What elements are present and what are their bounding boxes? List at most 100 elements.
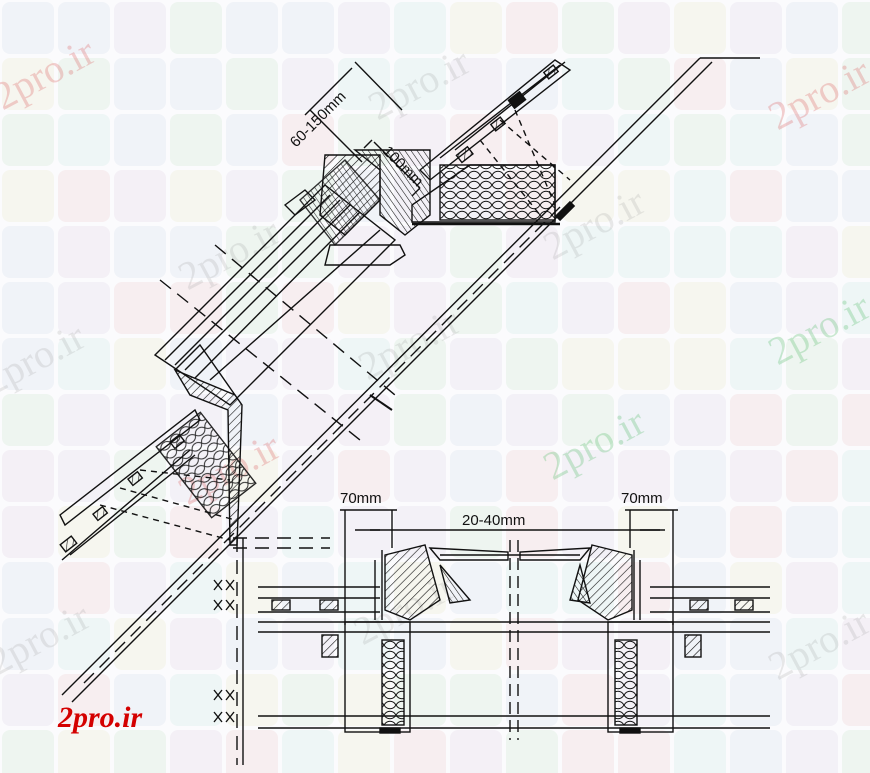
background-tile (618, 2, 670, 54)
background-tile (338, 674, 390, 726)
background-tile (450, 506, 502, 558)
background-tile (674, 170, 726, 222)
background-tile (506, 506, 558, 558)
background-tile (2, 338, 54, 390)
background-tile (842, 674, 870, 726)
background-tile (842, 618, 870, 670)
background-tile (338, 730, 390, 773)
background-tile (730, 618, 782, 670)
top-range-dimension: 60-150mm (287, 88, 350, 151)
background-tile (2, 450, 54, 502)
background-tile (58, 282, 110, 334)
background-tile (786, 506, 838, 558)
background-tile (506, 2, 558, 54)
background-tile (730, 226, 782, 278)
background-tile (282, 730, 334, 773)
background-tile (842, 114, 870, 166)
background-tile (282, 226, 334, 278)
background-tile (786, 114, 838, 166)
background-tile (506, 282, 558, 334)
background-tile (338, 506, 390, 558)
background-tile (58, 114, 110, 166)
background-tile (226, 282, 278, 334)
background-tile (842, 450, 870, 502)
background-tile (114, 338, 166, 390)
background-tile (730, 506, 782, 558)
background-tile (58, 170, 110, 222)
background-tile (2, 618, 54, 670)
background-tile (282, 618, 334, 670)
background-tile (2, 562, 54, 614)
background-tile (618, 506, 670, 558)
background-tile (226, 170, 278, 222)
background-tile (730, 282, 782, 334)
background-tile (394, 730, 446, 773)
background-tile (786, 618, 838, 670)
background-tile (226, 674, 278, 726)
background-tile (114, 394, 166, 446)
background-tile (730, 58, 782, 110)
background-tile (730, 114, 782, 166)
background-tile (394, 394, 446, 446)
background-tile (170, 58, 222, 110)
background-tile (170, 170, 222, 222)
background-tile (2, 114, 54, 166)
background-tile (562, 2, 614, 54)
background-tile (450, 674, 502, 726)
background-tile (618, 170, 670, 222)
background-tile (506, 394, 558, 446)
background-tile (2, 730, 54, 773)
background-tile (450, 338, 502, 390)
background-tile (338, 282, 390, 334)
background-tile (170, 114, 222, 166)
background-tile (674, 506, 726, 558)
background-tile (786, 226, 838, 278)
background-tile (562, 730, 614, 773)
background-tile (842, 58, 870, 110)
background-tile (2, 282, 54, 334)
background-tile (114, 730, 166, 773)
background-tile (394, 674, 446, 726)
background-tile (2, 170, 54, 222)
background-tile (506, 338, 558, 390)
background-tile (506, 618, 558, 670)
background-tile (114, 2, 166, 54)
background-tile (58, 2, 110, 54)
background-tile (58, 58, 110, 110)
background-tile (842, 226, 870, 278)
skylight-section (213, 509, 770, 740)
site-logo: 2pro.ir (58, 701, 143, 734)
background-tile (786, 674, 838, 726)
background-tile (58, 618, 110, 670)
background-tile (842, 170, 870, 222)
background-tile (786, 338, 838, 390)
background-tile (786, 394, 838, 446)
background-tile (338, 2, 390, 54)
background-tile (562, 618, 614, 670)
background-tile (786, 58, 838, 110)
background-tile (450, 618, 502, 670)
background-tile (506, 450, 558, 502)
background-tile (170, 674, 222, 726)
background-tile (562, 394, 614, 446)
background-tile (730, 338, 782, 390)
background-tile (562, 114, 614, 166)
background-tile (786, 450, 838, 502)
background-tile (674, 282, 726, 334)
background-tile (338, 338, 390, 390)
background-tile (58, 562, 110, 614)
background-tile (674, 450, 726, 502)
background-tile (170, 618, 222, 670)
background-tile (786, 730, 838, 773)
background-tile (114, 58, 166, 110)
background-tile (282, 2, 334, 54)
background-tile (674, 114, 726, 166)
background-tile (730, 730, 782, 773)
roof-section (59, 57, 760, 765)
background-tile (58, 450, 110, 502)
background-tile (2, 226, 54, 278)
background-tile (618, 282, 670, 334)
background-tile (506, 730, 558, 773)
background-tile (226, 2, 278, 54)
